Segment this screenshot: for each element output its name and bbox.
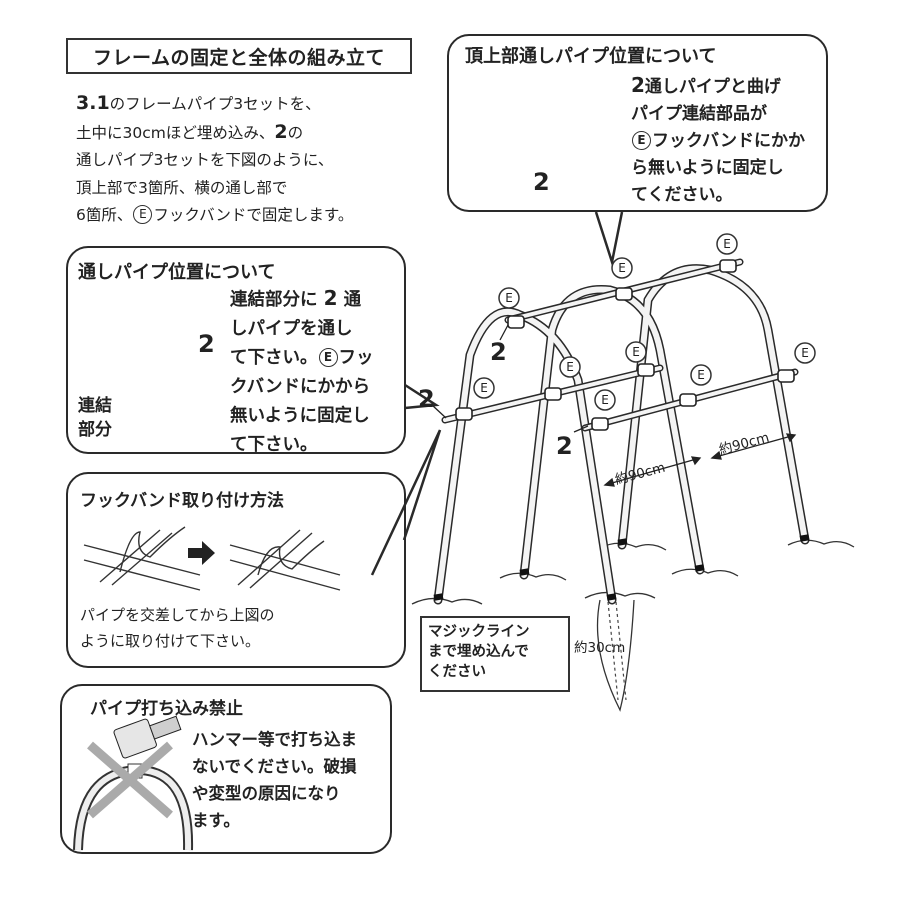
intro-line-1: のフレームパイプ3セットを、 — [109, 95, 321, 113]
svg-text:E: E — [801, 346, 809, 360]
intro-line-2-number: 2 — [274, 120, 288, 143]
hook-band-heading: フックバンド取り付け方法 — [80, 491, 284, 511]
warning-line-2: ないでください。破損 — [192, 757, 357, 776]
hook-callout-tail — [370, 429, 442, 576]
warning-box: パイプ打ち込み禁止 ハンマー等で打ち込ま ないでください。破損 や変型の原因にな… — [60, 684, 392, 854]
e-badge-icon: E — [133, 205, 153, 225]
hook-band-text: パイプを交差してから上図の ように取り付けて下さい。 — [80, 602, 275, 654]
e-badge-icon: E — [632, 131, 651, 150]
magic-line-3: ください — [428, 664, 486, 680]
left-callout-pipe-number: 2 — [198, 330, 215, 358]
left-callout-line-4: クバンドにかから — [230, 377, 370, 397]
left-callout-line-3b: フッ — [338, 348, 374, 368]
top-callout-line-4: ら無いように固定し — [631, 158, 784, 178]
magic-line-marks — [433, 534, 810, 601]
hook-band-line-1: パイプを交差してから上図の — [80, 606, 275, 624]
svg-text:E: E — [601, 393, 609, 407]
svg-text:E: E — [505, 291, 513, 305]
magic-line-note: マジックライン まで埋め込んで ください — [420, 616, 570, 692]
left-callout-line-3a: て下さい。 — [230, 348, 318, 368]
joint-label-1: 連結 — [78, 396, 112, 416]
svg-text:E: E — [566, 360, 574, 374]
top-callout-number: 2 — [631, 73, 645, 97]
left-callout-line-1a: 連結部分に — [230, 290, 318, 310]
intro-line-2: 土中に30cmほど埋め込み、 — [76, 123, 275, 142]
e-markers — [473, 233, 816, 411]
top-callout-tail — [594, 211, 624, 267]
e-badge-icon: E — [318, 348, 338, 367]
left-callout-line-6: て下さい。 — [230, 435, 318, 455]
intro-text: 3.1のフレームパイプ3セットを、 土中に30cmほど埋め込み、2の 通しパイプ… — [76, 90, 436, 230]
left-callout-number: 2 — [323, 286, 338, 310]
hook-band-line-2: ように取り付けて下さい。 — [80, 632, 261, 650]
warning-text: ハンマー等で打ち込ま ないでください。破損 や変型の原因になり ます。 — [192, 726, 357, 834]
hook-band-illustration — [83, 526, 341, 591]
intro-line-5a: 6箇所、 — [76, 206, 133, 224]
hook-band-clips — [455, 259, 795, 431]
buried-pipe — [607, 601, 627, 701]
intro-line-4: 頂上部で3箇所、横の通し部で — [76, 178, 288, 197]
svg-text:E: E — [632, 345, 640, 359]
svg-text:E: E — [618, 261, 626, 275]
top-callout-pipe-number: 2 — [533, 168, 550, 196]
diagram-pipe-number-3: 2 — [556, 432, 573, 460]
intro-line-5b: フックバンドで固定します。 — [153, 206, 354, 224]
left-callout-line-5: 無いように固定し — [230, 406, 370, 426]
diagram-pipe-number-2: 2 — [418, 385, 435, 413]
diagram-pipe-number-1: 2 — [490, 338, 507, 366]
ground-mounds — [411, 539, 855, 605]
hook-band-box: フックバンド取り付け方法 パイプを交差してから上図の ように取り付けて下さい。 — [66, 472, 406, 668]
dimension-arrows — [603, 433, 797, 487]
magic-line-2: まで埋め込んで — [428, 644, 529, 660]
warning-line-4: ます。 — [192, 811, 240, 830]
hammer-warning-illustration — [73, 715, 194, 851]
svg-text:E: E — [723, 237, 731, 251]
warning-line-1: ハンマー等で打ち込ま — [192, 730, 357, 749]
left-callout-tail — [404, 383, 440, 410]
arrow-right-icon — [188, 541, 215, 565]
magic-line-1: マジックライン — [428, 624, 530, 640]
joint-label-2: 部分 — [78, 420, 112, 440]
joint-label: 連結 部分 — [78, 394, 112, 442]
depth-label: 約30cm — [574, 640, 626, 656]
left-callout-line-1b: 通 — [343, 290, 362, 310]
top-callout-line-2: パイプ連結部品が — [631, 104, 767, 124]
top-callout-line-3: フックバンドにかか — [652, 131, 805, 151]
intro-lead-number: 3.1 — [76, 92, 110, 114]
top-callout-heading: 頂上部通しパイプ位置について — [465, 46, 717, 67]
intro-line-3: 通しパイプ3セットを下図のように、 — [76, 151, 334, 169]
page-title: フレームの固定と全体の組み立て — [66, 38, 412, 74]
intro-line-2-end: の — [287, 123, 304, 142]
warning-heading: パイプ打ち込み禁止 — [90, 699, 243, 719]
top-callout-line-1: 通しパイプと曲げ — [644, 77, 781, 97]
top-callout-line-5: てください。 — [631, 185, 733, 205]
svg-text:E: E — [697, 368, 705, 382]
svg-text:E: E — [480, 381, 488, 395]
warning-line-3: や変型の原因になり — [192, 784, 341, 803]
left-callout-line-2: しパイプを通し — [230, 319, 353, 339]
left-callout-heading: 通しパイプ位置について — [78, 262, 276, 283]
